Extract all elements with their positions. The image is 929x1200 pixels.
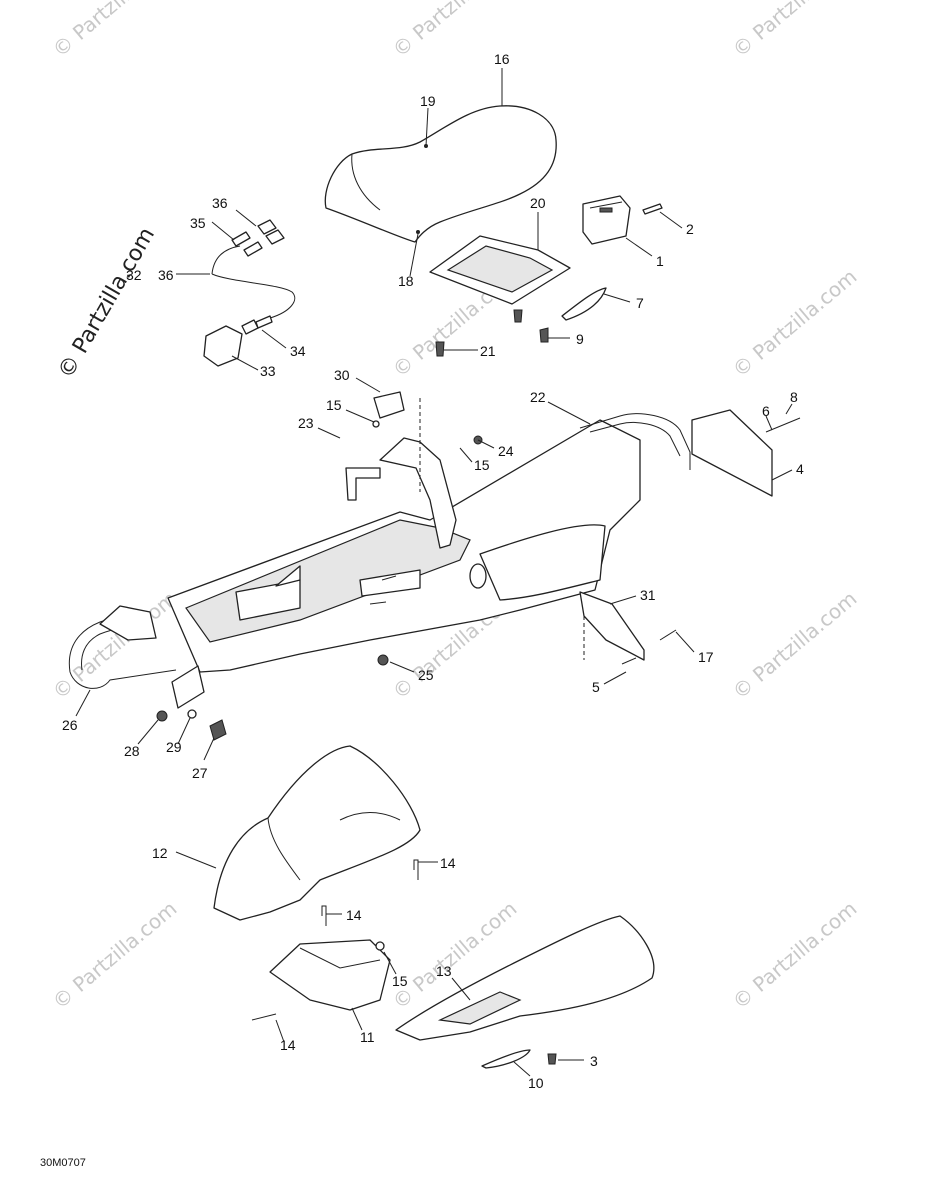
- heat-shield-31: [579, 591, 645, 661]
- callout-8: 8: [790, 389, 798, 405]
- callout-26: 26: [62, 717, 78, 733]
- callout-30: 30: [334, 367, 350, 383]
- reflector: [582, 195, 663, 245]
- callout-36a: 36: [212, 195, 228, 211]
- callout-1: 1: [656, 253, 664, 269]
- callout-9: 9: [576, 331, 584, 347]
- callout-25: 25: [418, 667, 434, 683]
- watermark: © Partzilla.com: [48, 0, 182, 62]
- callout-14a: 14: [440, 855, 456, 871]
- callout-32: 32: [126, 267, 142, 283]
- callout-12: 12: [152, 845, 168, 861]
- callout-29: 29: [166, 739, 182, 755]
- main-watermark: © Partzilla.com: [54, 223, 161, 383]
- watermark: © Partzilla.com: [728, 896, 862, 1014]
- watermark: © Partzilla.com: [728, 264, 862, 382]
- callout-2: 2: [686, 221, 694, 237]
- watermark: © Partzilla.com: [728, 586, 862, 704]
- callout-11: 11: [360, 1029, 375, 1045]
- callout-20: 20: [530, 195, 546, 211]
- callout-23: 23: [298, 415, 314, 431]
- callout-14b: 14: [346, 907, 362, 923]
- callout-7: 7: [636, 295, 644, 311]
- callout-labels: 16 19 20 2 1 7 18 9 21 36 35 32 36 34 33…: [62, 51, 804, 1091]
- callout-14c: 14: [280, 1037, 296, 1053]
- side-panel-12: [213, 745, 421, 921]
- callout-33: 33: [260, 363, 276, 379]
- callout-4: 4: [796, 461, 804, 477]
- seat: [324, 105, 557, 243]
- callout-22: 22: [530, 389, 546, 405]
- watermark: © Partzilla.com: [48, 896, 182, 1014]
- callout-24: 24: [498, 443, 514, 459]
- panel-13: [395, 915, 655, 1069]
- watermark: © Partzilla.com: [728, 0, 862, 62]
- callout-31: 31: [640, 587, 656, 603]
- callout-35: 35: [190, 215, 206, 231]
- seat-base: [429, 235, 571, 305]
- callout-15a: 15: [326, 397, 342, 413]
- callout-36b: 36: [158, 267, 174, 283]
- callout-17: 17: [698, 649, 714, 665]
- chassis-frame: [167, 419, 641, 673]
- leader-lines: [75, 68, 793, 1077]
- front-bumper: [68, 605, 227, 741]
- belly-pan-11: [269, 939, 391, 1011]
- callout-21: 21: [480, 343, 496, 359]
- callout-5: 5: [592, 679, 600, 695]
- callout-27: 27: [192, 765, 208, 781]
- callout-13: 13: [436, 963, 452, 979]
- callout-15c: 15: [392, 973, 408, 989]
- callout-28: 28: [124, 743, 140, 759]
- callout-15b: 15: [474, 457, 490, 473]
- drawing-code: 30M0707: [40, 1157, 86, 1169]
- callout-16: 16: [494, 51, 510, 67]
- rear-bumper-rail: [579, 413, 691, 470]
- screws-9-21: [435, 309, 549, 357]
- callout-3: 3: [590, 1053, 598, 1069]
- watermark: © Partzilla.com: [48, 586, 182, 704]
- callout-18: 18: [398, 273, 414, 289]
- callout-19: 19: [420, 93, 436, 109]
- rivets-14: [251, 629, 677, 1021]
- decal-7: [561, 287, 607, 321]
- mudflap: [691, 409, 801, 497]
- callout-34: 34: [290, 343, 306, 359]
- callout-6: 6: [762, 403, 770, 419]
- callout-10: 10: [528, 1075, 544, 1091]
- mount-bracket: [345, 391, 483, 549]
